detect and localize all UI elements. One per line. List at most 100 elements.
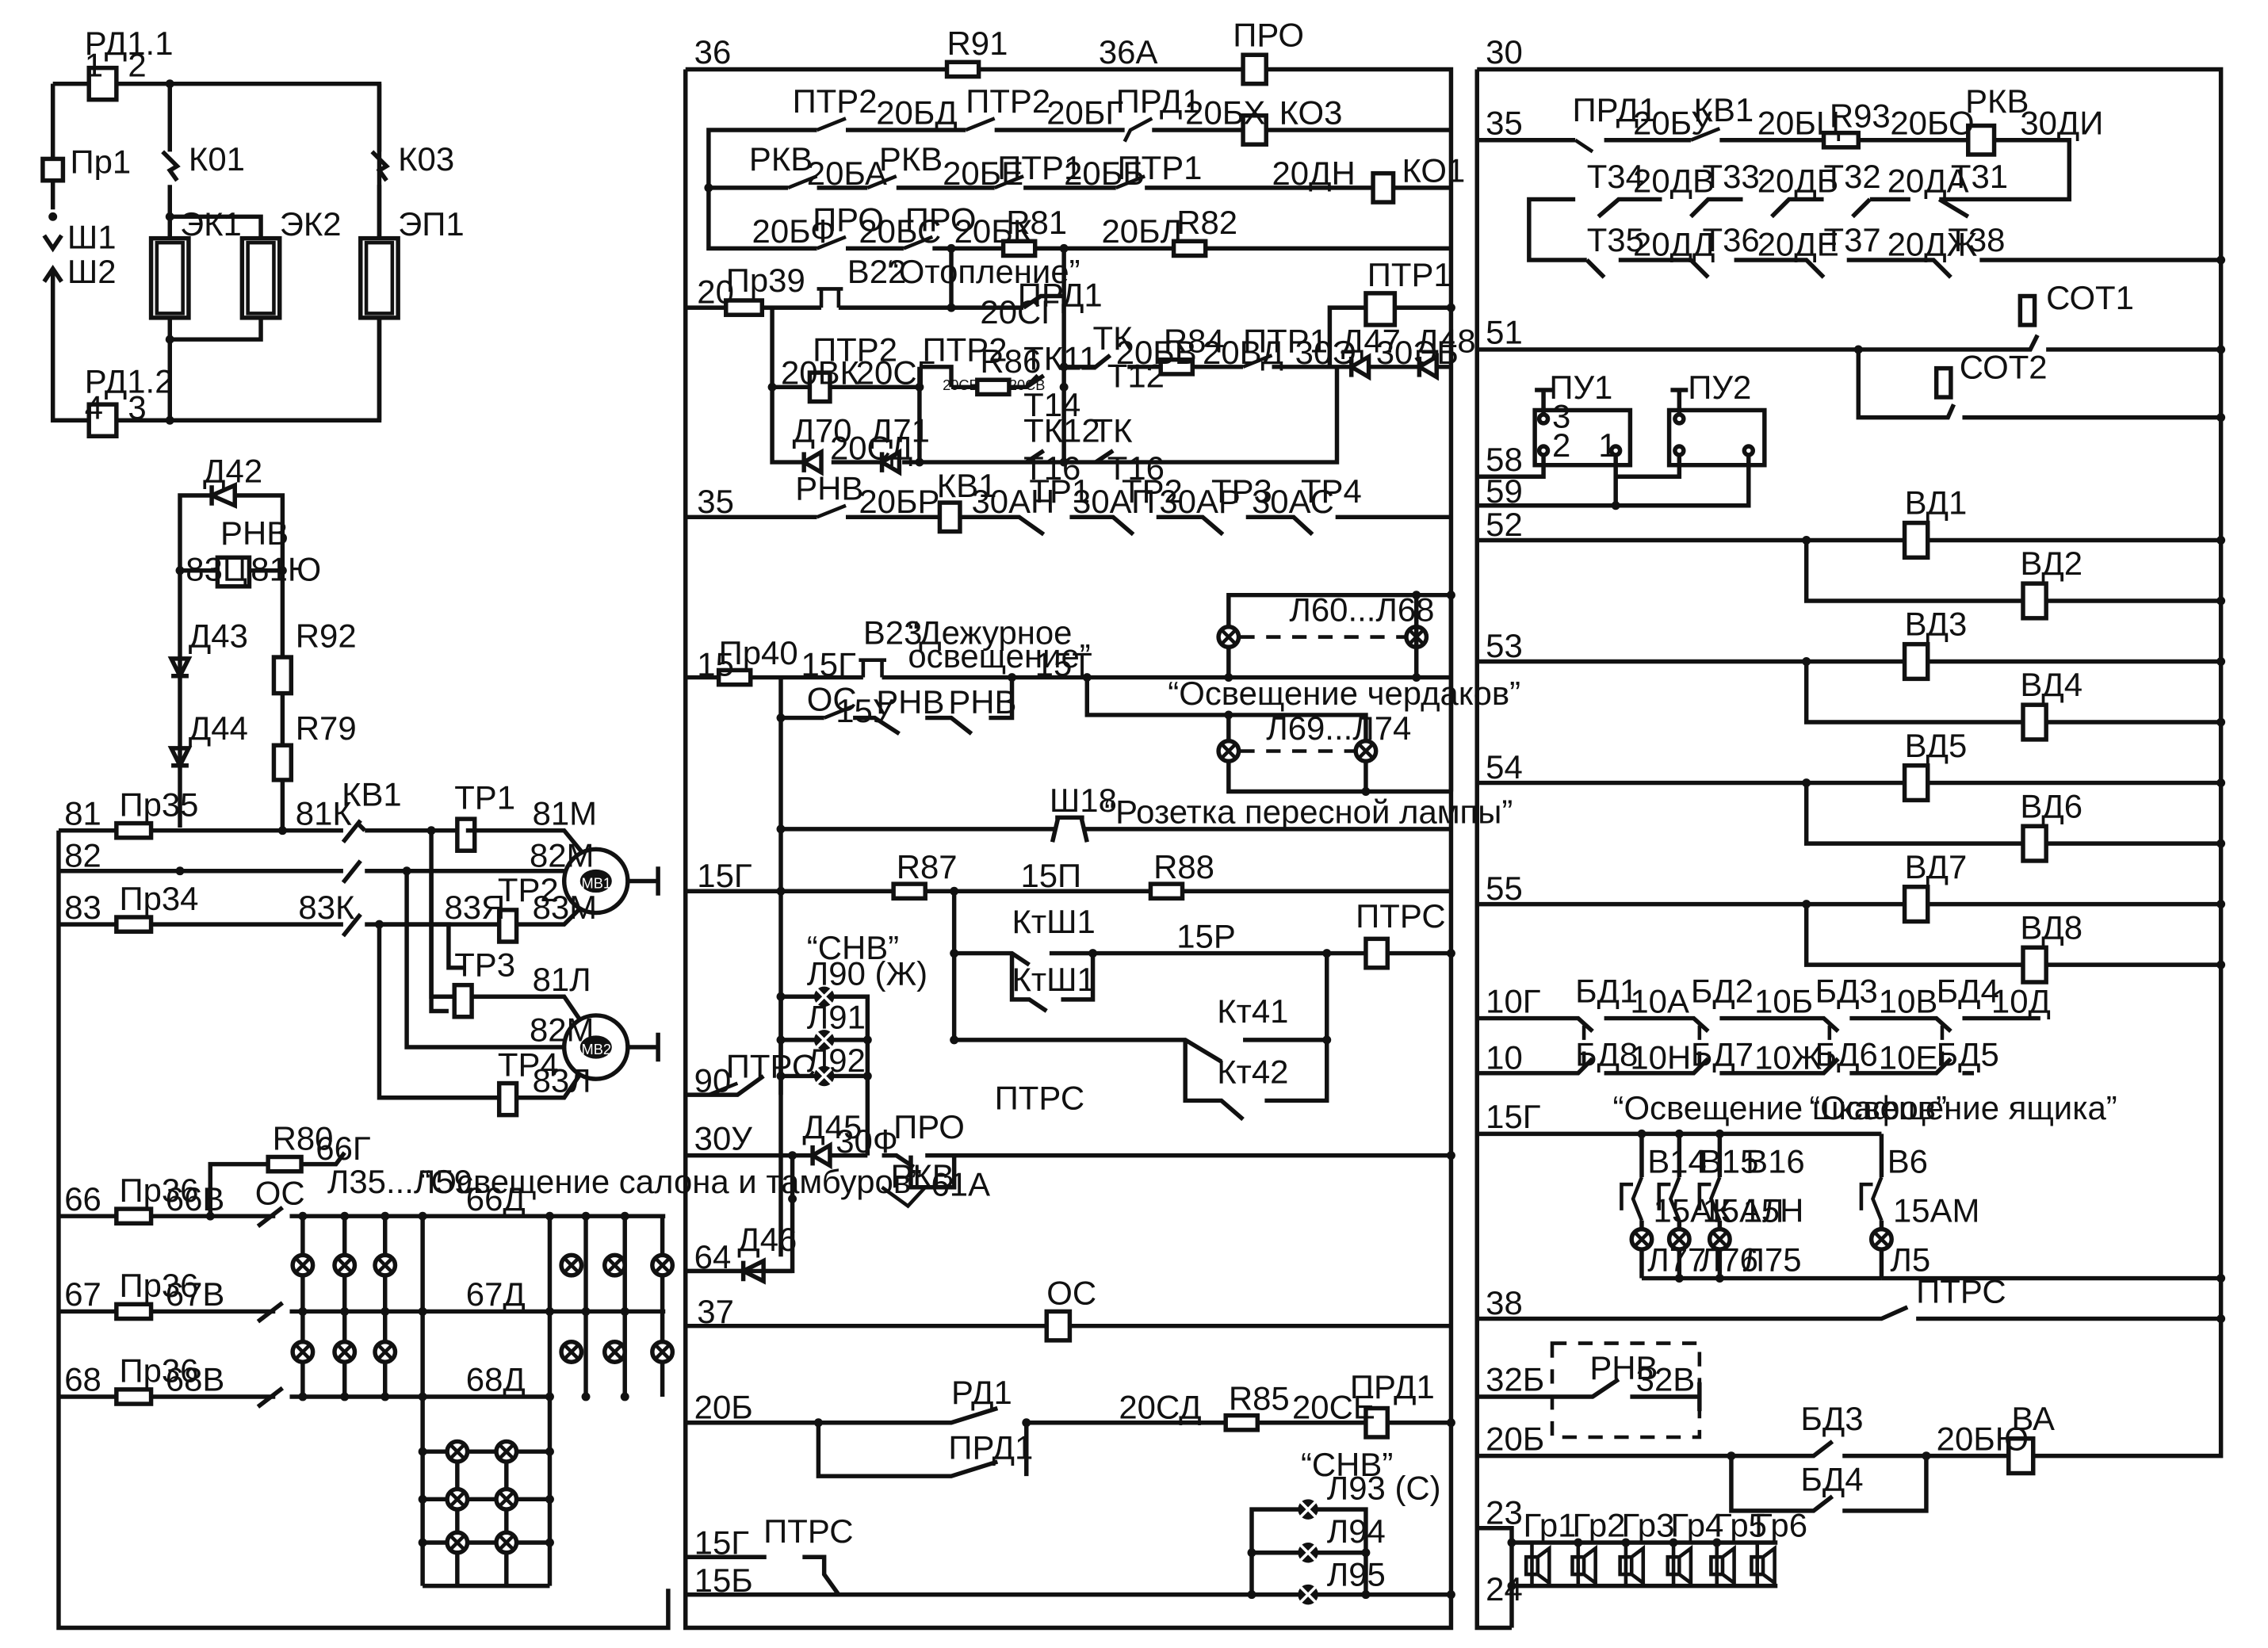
- label: 20СВ: [1009, 377, 1046, 393]
- label: 20БФ: [752, 212, 836, 250]
- label: ПРД1: [1350, 1368, 1435, 1405]
- label: Т34: [1587, 158, 1644, 195]
- label: КО3: [1279, 94, 1343, 132]
- label: Д43: [189, 617, 248, 654]
- rkv-relay: [1966, 123, 1997, 157]
- label: 83: [64, 889, 101, 926]
- label: ВА: [2011, 1400, 2055, 1437]
- label: БД6: [1815, 1036, 1878, 1073]
- label: 20БХ: [1185, 94, 1265, 132]
- label: Д46: [737, 1221, 797, 1258]
- label: Л90 (Ж): [807, 955, 927, 992]
- label: Л60...Л68: [1289, 591, 1434, 628]
- vd1-valve: [1902, 520, 1930, 560]
- label: “СНВ”: [807, 929, 899, 966]
- label: 61А: [931, 1166, 990, 1203]
- label: Д47: [1341, 323, 1401, 360]
- vd2-valve: [2021, 581, 2048, 621]
- pr34-fuse: [114, 915, 154, 934]
- label: ВД8: [2020, 908, 2083, 946]
- label: 64: [694, 1238, 732, 1275]
- label: 23: [1486, 1493, 1523, 1531]
- rd1-2-relay: [86, 402, 119, 439]
- label: R85: [1229, 1379, 1290, 1417]
- label: В6: [1887, 1143, 1928, 1180]
- label: Д42: [203, 453, 262, 490]
- label: 20СЕ: [1292, 1388, 1375, 1425]
- label: Т16: [1107, 449, 1165, 487]
- vd8-valve: [2021, 945, 2048, 985]
- label: ТР1: [454, 778, 515, 816]
- label: 83Я: [444, 889, 505, 926]
- label: 20БЦ: [1757, 104, 1841, 141]
- label: 10А: [1630, 982, 1689, 1019]
- v22-switch[interactable]: [817, 287, 843, 308]
- v23-switch[interactable]: [859, 658, 887, 678]
- r93-resistor: [1821, 130, 1861, 150]
- label: Т32: [1824, 158, 1881, 195]
- label: БД3: [1800, 1400, 1863, 1437]
- label: 24: [1486, 1570, 1523, 1608]
- label: 15Т: [1035, 646, 1092, 683]
- label: 20СГ: [856, 354, 935, 392]
- label: 32В: [1636, 1361, 1696, 1398]
- label: Гр2: [1573, 1507, 1626, 1544]
- label: ПРД1: [1573, 91, 1658, 128]
- speakers: [1524, 1542, 1777, 1587]
- label: 53: [1486, 627, 1523, 664]
- label: 30АП: [1073, 483, 1155, 520]
- label: ПТР2: [813, 331, 897, 369]
- label: ВД6: [2020, 787, 2083, 824]
- label: 68Д: [466, 1361, 526, 1398]
- label: “Дежурное: [908, 614, 1072, 652]
- label: РД1.1: [85, 25, 174, 62]
- label: 20БР: [859, 483, 939, 520]
- label: 30Ф: [836, 1122, 897, 1160]
- pro-relay: [1241, 52, 1268, 86]
- label: R86: [980, 342, 1041, 380]
- label: 20ДН: [1272, 155, 1356, 192]
- label: 15Р: [1176, 917, 1236, 954]
- label: 10: [1486, 1038, 1523, 1076]
- label: В14: [1647, 1143, 1707, 1180]
- label: РКВ: [890, 1157, 954, 1195]
- sot1-switch[interactable]: [2017, 293, 2037, 327]
- label: КВ1: [937, 467, 997, 504]
- label: 2: [128, 47, 146, 84]
- label: Л76: [1700, 1241, 1758, 1278]
- sot2-switch[interactable]: [1933, 365, 1953, 400]
- rd1-1-relay: [86, 65, 119, 102]
- label: 66: [64, 1180, 101, 1218]
- label: “Освещение чердаков”: [1168, 675, 1520, 712]
- label: 10В: [1879, 982, 1938, 1019]
- label: R87: [897, 848, 958, 885]
- label: R91: [947, 25, 1008, 62]
- label: Т12: [1107, 357, 1165, 394]
- label: ПТР1: [1118, 149, 1203, 186]
- label: ПРО: [1233, 16, 1304, 53]
- label: 20БД: [876, 94, 957, 132]
- d48-diode: [1417, 353, 1439, 381]
- label: 20БО: [1890, 104, 1974, 141]
- r86-resistor: [975, 377, 1012, 397]
- label: КтШ1: [1012, 961, 1096, 998]
- label: 32Б: [1486, 1361, 1544, 1398]
- label: 20ББ: [1064, 155, 1145, 192]
- label: БД5: [1937, 1036, 1999, 1073]
- label: ПУ1: [1549, 369, 1612, 406]
- label: ПТР2: [793, 82, 878, 120]
- label: 30ДИ: [2020, 104, 2103, 141]
- label: 15П: [1020, 857, 1081, 894]
- r92-resistor: [271, 655, 294, 696]
- label: Д71: [870, 412, 930, 449]
- label: БД4: [1800, 1460, 1863, 1497]
- label: 10Н: [1630, 1038, 1691, 1076]
- d70-diode: [801, 448, 824, 476]
- label: ТР1: [1029, 472, 1090, 510]
- label: 3: [128, 388, 146, 426]
- label: Пр36: [119, 1352, 198, 1390]
- label: ОС: [1046, 1274, 1096, 1311]
- label: 20ДЖ: [1887, 226, 1978, 263]
